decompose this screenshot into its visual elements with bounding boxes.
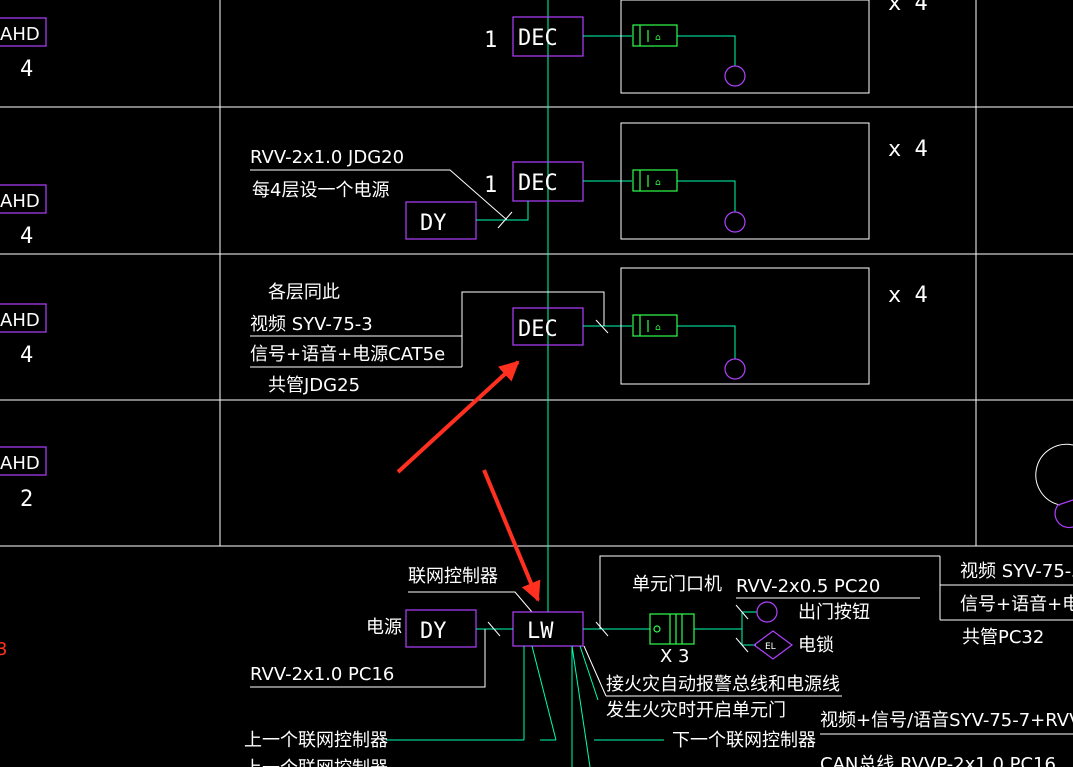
floor-multiplier: x 4 xyxy=(888,283,928,308)
floor-index: 1 xyxy=(484,28,497,53)
power-cable-bottom: RVV-2x1.0 PC16 xyxy=(250,664,394,685)
partial-device-magenta xyxy=(1054,499,1073,529)
floor-index: 1 xyxy=(484,173,497,198)
dy-label: DY xyxy=(420,211,447,236)
electric-lock-label: 电锁 xyxy=(798,635,834,656)
doorbell-icon xyxy=(724,65,746,87)
fire-link-2: 发生火灾时开启单元门 xyxy=(606,700,786,721)
lw-label: LW xyxy=(527,619,554,644)
left-label-3: AHD 4 xyxy=(0,303,47,368)
right-signal-label: 信号+语音+电源RVV xyxy=(960,594,1073,615)
left-tag: AHD xyxy=(0,453,40,474)
left-tag: AHD xyxy=(0,191,40,212)
floor-multiplier: x 4 xyxy=(888,137,928,162)
trunk-cable-label: 视频+信号/语音SYV-75-7+RVVP-4x1 xyxy=(820,710,1073,731)
edge-mark: 3 xyxy=(0,639,7,660)
left-label-4: AHD 2 xyxy=(0,446,47,512)
red-arrows xyxy=(396,360,541,602)
floor-multiplier: x 4 xyxy=(888,0,928,16)
door-cable-label: RVV-2x0.5 PC20 xyxy=(736,576,880,597)
floor-3: DEC ⌂ x 4 各层同此 视频 SYV-75-3 信号+语音+电源CAT5e… xyxy=(250,267,928,396)
right-conduit-label: 共管PC32 xyxy=(962,627,1044,648)
unit-door-label: 单元门口机 xyxy=(632,574,722,595)
left-label-1: AHD 4 xyxy=(0,17,47,82)
floor-1: 1 DEC ⌂ x 4 xyxy=(484,0,928,94)
unit-door-station-icon xyxy=(649,613,695,645)
next-controller-label: 下一个联网控制器 xyxy=(672,730,816,751)
apartment-box xyxy=(620,122,870,240)
right-video-label: 视频 SYV-75-5 xyxy=(960,561,1073,582)
dec-label: DEC xyxy=(518,317,558,342)
left-count: 2 xyxy=(20,487,33,512)
svg-text:⌂: ⌂ xyxy=(655,178,661,188)
controller-section: 联网控制器 LW 电源 DY RVV-2x1.0 PC16 单元门口机 X 3 … xyxy=(0,555,1073,767)
partial-device xyxy=(1035,443,1073,506)
power-note: 每4层设一个电源 xyxy=(252,180,389,201)
left-label-2: AHD 4 xyxy=(0,184,47,249)
can-bus-label: CAN总线 RVVP-2x1.0 PC16 xyxy=(820,754,1056,767)
doorbell-icon xyxy=(724,211,746,233)
networking-controller-label: 联网控制器 xyxy=(408,566,498,587)
el-label: EL xyxy=(765,642,776,652)
left-tag: AHD xyxy=(0,24,40,45)
power-word: 电源 xyxy=(366,617,402,638)
left-count: 4 xyxy=(20,343,33,368)
arrow-to-dec xyxy=(396,360,520,474)
floor-grid xyxy=(0,0,1073,547)
left-tag: AHD xyxy=(0,310,40,331)
signal-cable-label: 信号+语音+电源CAT5e xyxy=(250,344,445,365)
video-cable-label: 视频 SYV-75-3 xyxy=(250,314,373,335)
electric-lock-icon xyxy=(752,630,794,660)
apartment-box xyxy=(620,267,870,385)
doorbell-icon xyxy=(724,358,746,380)
power-cable-label: RVV-2x1.0 JDG20 xyxy=(250,147,404,168)
left-count: 4 xyxy=(20,57,33,82)
unit-count: X 3 xyxy=(660,646,690,667)
apartment-box xyxy=(620,0,870,94)
floor-2: 1 DEC ⌂ x 4 RVV-2x1.0 JDG20 每4层设一个电源 DY xyxy=(250,122,928,240)
dy-label-bottom: DY xyxy=(420,619,447,644)
same-each-floor: 各层同此 xyxy=(268,282,340,303)
dec-label: DEC xyxy=(518,26,558,51)
dec-label: DEC xyxy=(518,171,558,196)
fire-link-1: 接火灾自动报警总线和电源线 xyxy=(606,674,840,695)
svg-text:⌂: ⌂ xyxy=(655,33,661,43)
svg-text:⌂: ⌂ xyxy=(655,323,661,333)
exit-button-label: 出门按钮 xyxy=(798,602,870,623)
left-count: 4 xyxy=(20,224,33,249)
prev-controller-label-2: 上一个联网控制器 xyxy=(244,758,388,767)
arrow-to-lw xyxy=(482,469,541,602)
shared-conduit-label: 共管JDG25 xyxy=(268,375,360,396)
prev-controller-label: 上一个联网控制器 xyxy=(244,730,388,751)
exit-button-icon xyxy=(756,601,778,623)
